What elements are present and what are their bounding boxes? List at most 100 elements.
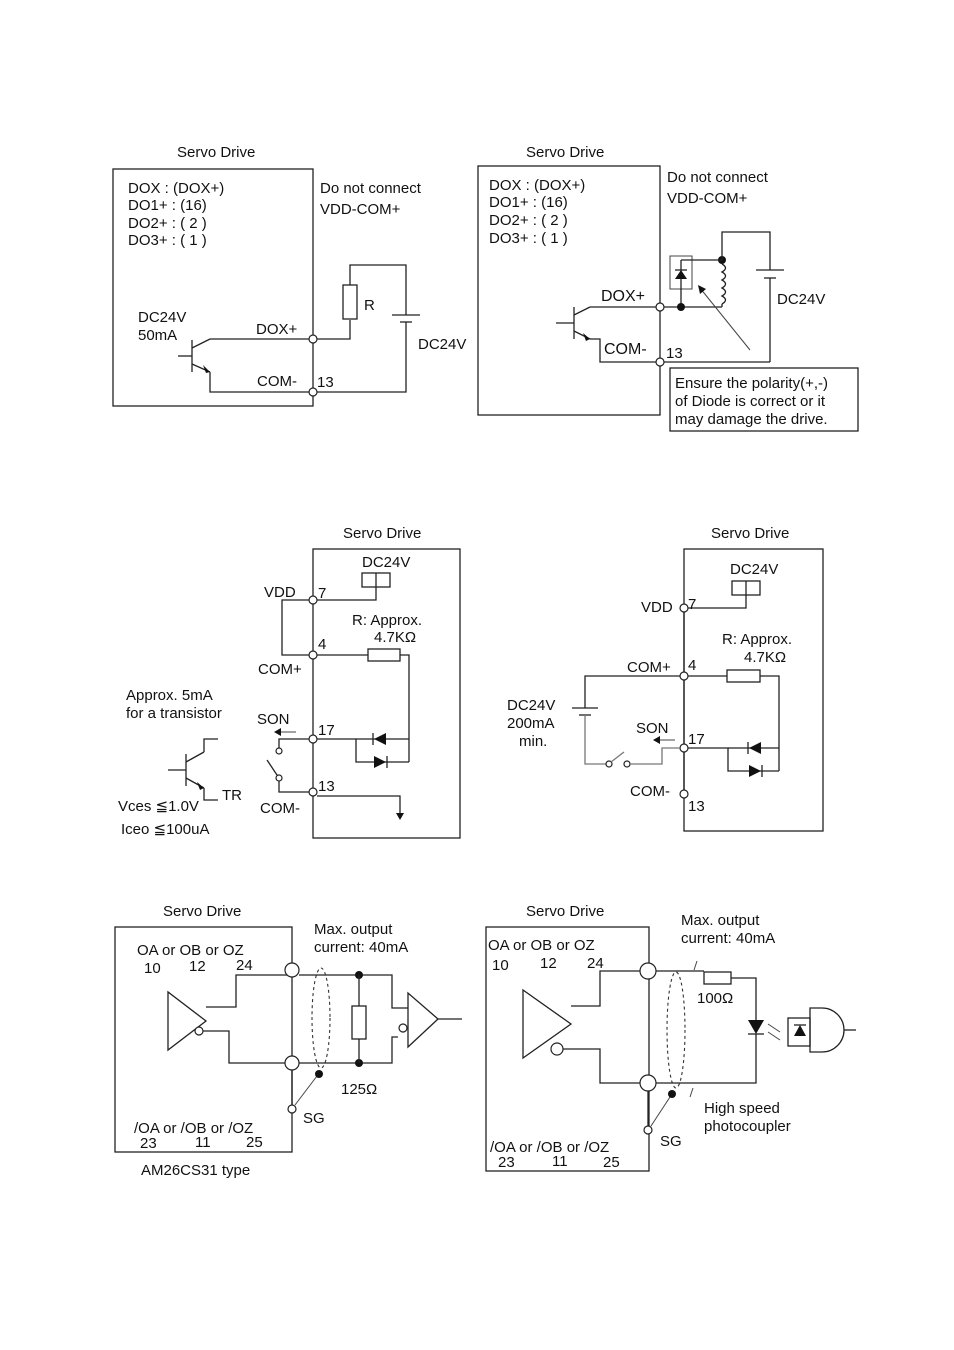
d5-receiver-icon — [407, 991, 439, 1049]
d6-resistor — [703, 971, 732, 985]
d5-outputs: OA or OB or OZ — [137, 942, 244, 959]
d1-note-2: VDD-COM+ — [320, 201, 401, 218]
d5-resistor-label: 125Ω — [341, 1081, 377, 1098]
d5-out-pin-2: 12 — [189, 958, 206, 975]
d4-title: Servo Drive — [711, 525, 789, 542]
d2-warning-arrow — [699, 287, 751, 351]
d4-com-plus-label: COM+ — [627, 659, 671, 676]
d2-warning-1: Ensure the polarity(+,-) — [675, 375, 828, 392]
d6-drive-box — [485, 926, 650, 1172]
d1-com-label: COM- — [257, 373, 297, 390]
d2-com-pin: 13 — [666, 345, 683, 362]
d2-pin-do2: DO2+ : ( 2 ) — [489, 212, 568, 229]
d2-warning-3: may damage the drive. — [675, 411, 828, 428]
d2-diode-icon — [675, 270, 687, 279]
d6-inv-pin-3: 25 — [603, 1154, 620, 1171]
d5-inv-pin-2: 11 — [195, 1134, 211, 1151]
d6-inv-pin-2: 11 — [552, 1153, 568, 1170]
d5-current-2: current: 40mA — [314, 939, 408, 956]
d2-supply-label: DC24V — [777, 291, 825, 308]
d3-com-plus-label: COM+ — [258, 661, 302, 678]
d1-resistor-label: R — [364, 297, 375, 314]
d6-current-2: current: 40mA — [681, 930, 775, 947]
d6-outputs: OA or OB or OZ — [488, 937, 595, 954]
d1-transistor-icon — [178, 338, 211, 373]
d6-inv-outputs: /OA or /OB or /OZ — [490, 1139, 609, 1156]
diagram-6-photocoupler: Servo Drive OA or OB or OZ 10 12 24 Max.… — [485, 903, 856, 1172]
d5-driver-icon — [167, 990, 208, 1052]
d1-com-pin: 13 — [317, 374, 334, 391]
d4-ext-supply-1: DC24V — [507, 697, 555, 714]
diagram-4-external-supply: Servo Drive DC24V VDD 7 R: Approx. 4.7KΩ… — [507, 525, 824, 832]
d3-diode-icon-1 — [374, 733, 386, 745]
d4-switch-icon — [610, 751, 625, 763]
d6-driver-icon — [522, 988, 573, 1060]
d1-source-2: 50mA — [138, 327, 177, 344]
d3-transistor-icon — [168, 738, 218, 801]
d2-note-1: Do not connect — [667, 169, 769, 186]
d3-resistor-2: 4.7KΩ — [374, 629, 416, 646]
d4-resistor-2: 4.7KΩ — [744, 649, 786, 666]
d4-drive-box — [683, 548, 824, 832]
d3-note-1: Approx. 5mA — [126, 687, 213, 704]
d2-note-2: VDD-COM+ — [667, 190, 748, 207]
d3-drive-box — [312, 548, 461, 839]
d5-inv-pin-1: 23 — [140, 1135, 157, 1152]
d2-pin-do3: DO3+ : ( 1 ) — [489, 230, 568, 247]
d4-vdd-label: VDD — [641, 599, 673, 616]
d4-ext-supply-2: 200mA — [507, 715, 555, 732]
d5-twisted-pair — [311, 967, 331, 1069]
d6-led-icon — [748, 1020, 764, 1034]
d4-diode-icon-1 — [749, 742, 761, 754]
d4-resistor-1: R: Approx. — [722, 631, 792, 648]
d6-photocoupler-1: High speed — [704, 1100, 780, 1117]
d4-supply-label: DC24V — [730, 561, 778, 578]
d1-supply-label: DC24V — [418, 336, 466, 353]
d4-com-minus-pin: 13 — [688, 798, 705, 815]
diagram-3-transistor-input: Servo Drive DC24V VDD 7 R: Approx. 4.7KΩ… — [118, 525, 461, 839]
d6-sg-label: SG — [660, 1133, 682, 1150]
d3-resistor — [367, 648, 401, 662]
d3-resistor-1: R: Approx. — [352, 612, 422, 629]
d4-diode-icon-2 — [749, 765, 761, 777]
d2-com-label: COM- — [604, 341, 647, 358]
d5-out-pin-1: 10 — [144, 960, 161, 977]
d3-com-minus-pin: 13 — [318, 778, 335, 795]
d5-sg-label: SG — [303, 1110, 325, 1127]
d6-out-pin-2: 12 — [540, 955, 557, 972]
d3-diode-icon-2 — [374, 756, 386, 768]
d6-twisted-pair — [666, 971, 686, 1089]
d3-com-plus-pin: 4 — [318, 636, 326, 653]
d5-inv-pin-3: 25 — [246, 1134, 263, 1151]
d5-out-pin-3: 24 — [236, 957, 253, 974]
diagram-1-sink-output: Servo Drive DOX : (DOX+) DO1+ : (16) DO2… — [112, 144, 466, 407]
d4-vdd-pin: 7 — [688, 596, 696, 613]
d1-dox-label: DOX+ — [256, 321, 298, 338]
d6-inv-pin-1: 23 — [498, 1154, 515, 1171]
d5-type-label: AM26CS31 type — [141, 1162, 250, 1179]
d1-pin-do2: DO2+ : ( 2 ) — [128, 215, 207, 232]
d4-ext-supply-3: min. — [519, 733, 547, 750]
d2-drive-box — [477, 165, 661, 416]
d5-title: Servo Drive — [163, 903, 241, 920]
d2-coil — [720, 263, 727, 305]
d4-son-label: SON — [636, 720, 669, 737]
d2-pin-dox: DOX : (DOX+) — [489, 177, 585, 194]
d5-drive-box — [114, 926, 293, 1153]
d3-note-2: for a transistor — [126, 705, 222, 722]
d5-resistor — [351, 1005, 367, 1040]
d6-resistor-label: 100Ω — [697, 990, 733, 1007]
d5-inv-outputs: /OA or /OB or /OZ — [134, 1120, 253, 1137]
d2-warning-2: of Diode is correct or it — [675, 393, 826, 410]
d4-son-pin: 17 — [688, 731, 705, 748]
d1-pin-dox: DOX : (DOX+) — [128, 180, 224, 197]
d1-pin-do1: DO1+ : (16) — [128, 197, 207, 214]
d1-resistor — [342, 284, 358, 320]
d1-pin-do3: DO3+ : ( 1 ) — [128, 232, 207, 249]
d3-son-label: SON — [257, 711, 290, 728]
d3-son-pin: 17 — [318, 722, 335, 739]
d3-com-minus-label: COM- — [260, 800, 300, 817]
d6-out-pin-3: 24 — [587, 955, 604, 972]
d3-vdd-pin: 7 — [318, 585, 326, 602]
d6-title: Servo Drive — [526, 903, 604, 920]
